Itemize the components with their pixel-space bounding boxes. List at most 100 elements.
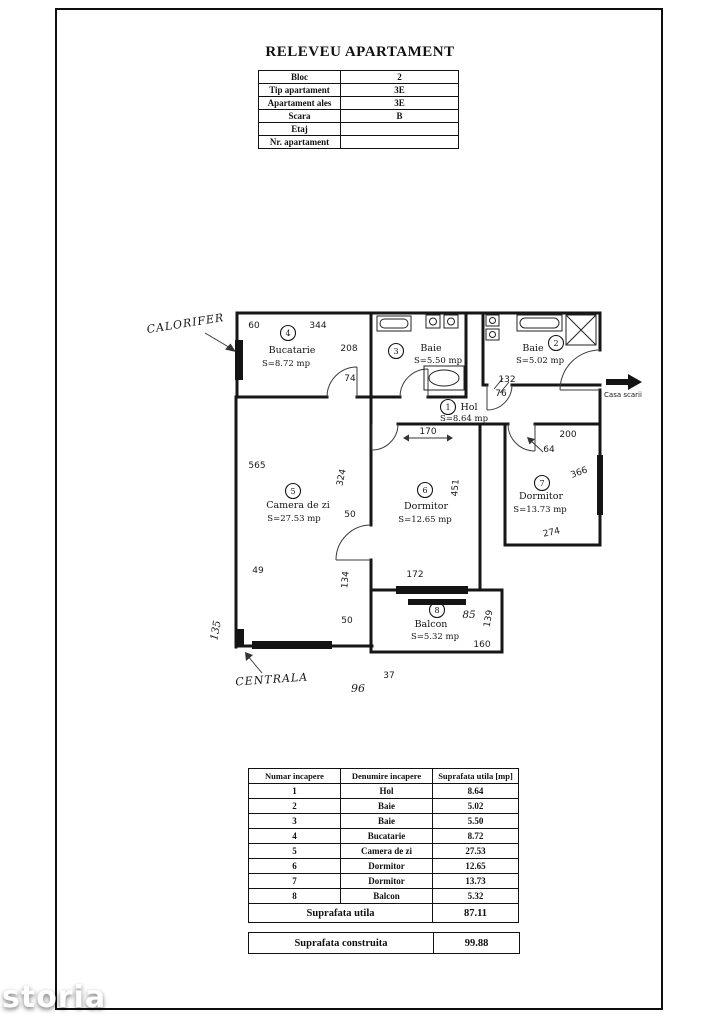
radiator-bar	[235, 340, 243, 380]
door-camera	[335, 524, 372, 561]
info-value-tip: 3E	[340, 83, 459, 97]
sink-bowl	[489, 317, 496, 324]
door-bucatarie	[326, 366, 358, 398]
total-construita-table: Suprafata construita 99.88	[248, 932, 520, 954]
window-bar	[252, 641, 332, 649]
table-header-row: Numar incapere Denumire incapere Suprafa…	[248, 768, 519, 784]
info-value-scara: B	[340, 109, 459, 123]
dim-label: 344	[309, 321, 326, 331]
dim-label: 50	[344, 510, 356, 520]
dim-label: 160	[473, 640, 490, 650]
info-value-ales: 3E	[340, 96, 459, 110]
dim-label: 451	[450, 479, 461, 497]
total-construita-row: Suprafata construita 99.88	[248, 932, 520, 954]
dim-label: 64	[543, 445, 555, 455]
table-row: 5 Camera de zi 27.53	[248, 843, 519, 859]
dim-label: 74	[344, 374, 356, 384]
casa-scarii-label: Casa scarii	[604, 391, 642, 399]
room-area: S=8.64 mp	[440, 414, 489, 424]
room-number: 1	[445, 403, 450, 412]
casa-scarii-arrow-icon	[606, 374, 642, 390]
cell-room-name: Dormitor	[340, 873, 433, 889]
area-tables: Numar incapere Denumire incapere Suprafa…	[248, 768, 520, 954]
table-row: Nr. apartament	[258, 135, 459, 149]
table-row: Bloc 2	[258, 70, 459, 84]
room-area: S=27.53 mp	[267, 514, 321, 524]
room-circle	[279, 324, 297, 342]
room-area: S=12.65 mp	[398, 515, 452, 525]
cell-room-name: Baie	[340, 798, 433, 814]
cell-room-area: 8.64	[432, 783, 519, 799]
sink-bowl	[489, 331, 496, 338]
cell-room-number: 6	[248, 858, 341, 874]
cell-room-area: 8.72	[432, 828, 519, 844]
tick-marks	[493, 377, 510, 394]
arrowhead	[225, 343, 236, 352]
centrala-note: CENTRALA	[235, 670, 309, 688]
cell-room-name: Camera de zi	[340, 843, 433, 859]
room-area: S=5.02 mp	[516, 356, 565, 366]
info-label-nr: Nr. apartament	[258, 135, 341, 149]
room-circle	[439, 398, 457, 416]
cell-room-number: 8	[248, 888, 341, 904]
cell-room-name: Hol	[340, 783, 433, 799]
cell-room-number: 4	[248, 828, 341, 844]
header-suprafata-utila: Suprafata utila [mp]	[432, 768, 519, 784]
bathtub-icon	[376, 315, 412, 332]
cell-room-area: 5.50	[432, 813, 519, 829]
dim-label: 60	[248, 321, 260, 331]
cell-room-name: Bucatarie	[340, 828, 433, 844]
table-row: 1 Hol 8.64	[248, 783, 519, 799]
dim-label: 132	[498, 375, 515, 385]
header-numar-incapere: Numar incapere	[248, 768, 341, 784]
bathroom-fixtures	[376, 314, 597, 391]
room-area: S=8.72 mp	[262, 359, 311, 369]
calorifer-arrow	[204, 332, 233, 350]
dim-label: 324	[335, 468, 348, 487]
dim-label: 208	[340, 344, 357, 354]
bathtub-inner	[519, 317, 560, 329]
dim-label: 76	[495, 389, 507, 399]
info-label-etaj: Etaj	[258, 122, 341, 136]
bathtub-icon	[516, 314, 563, 332]
table-row: Tip apartament 3E	[258, 83, 459, 97]
dim-label: 49	[252, 566, 264, 576]
room-number: 7	[539, 479, 544, 488]
apartment-info-table: Bloc 2 Tip apartament 3E Apartament ales…	[258, 70, 459, 149]
room-circle	[387, 342, 405, 360]
dim-label-handwritten: 135	[208, 619, 223, 641]
info-value-nr	[340, 135, 459, 149]
info-label-ales: Apartament ales	[258, 96, 341, 110]
sink-bowl	[447, 317, 455, 326]
arrowhead	[447, 434, 453, 442]
arrowheads	[225, 343, 535, 661]
room-circle	[416, 481, 434, 499]
cell-room-area: 27.53	[432, 843, 519, 859]
room-area-table: Numar incapere Denumire incapere Suprafa…	[248, 768, 519, 923]
arrowhead	[403, 434, 409, 442]
room-name: Baie	[522, 343, 544, 354]
shower-cross	[565, 314, 597, 346]
room-circle	[533, 474, 551, 492]
info-value-etaj	[340, 122, 459, 136]
room-area: S=5.32 mp	[411, 632, 460, 642]
cell-room-name: Dormitor	[340, 858, 433, 874]
dim-label: 172	[406, 570, 423, 580]
room-name: Bucatarie	[269, 345, 316, 356]
cell-room-name: Balcon	[340, 888, 433, 904]
table-row: 2 Baie 5.02	[248, 798, 519, 814]
cell-room-number: 1	[248, 783, 341, 799]
room-number: 6	[422, 486, 427, 495]
total-utila-row: Suprafata utila 87.11	[248, 903, 519, 923]
table-row: 4 Bucatarie 8.72	[248, 828, 519, 844]
dim-label: 565	[248, 461, 265, 471]
arrowhead	[527, 437, 535, 445]
dim-label: 366	[570, 465, 590, 480]
shower-icon	[565, 314, 597, 346]
cell-room-number: 2	[248, 798, 341, 814]
plan-walls	[234, 311, 602, 654]
cell-room-number: 3	[248, 813, 341, 829]
room-name: Hol	[460, 402, 477, 413]
total-construita-label: Suprafata construita	[248, 932, 434, 954]
cell-room-number: 5	[248, 843, 341, 859]
